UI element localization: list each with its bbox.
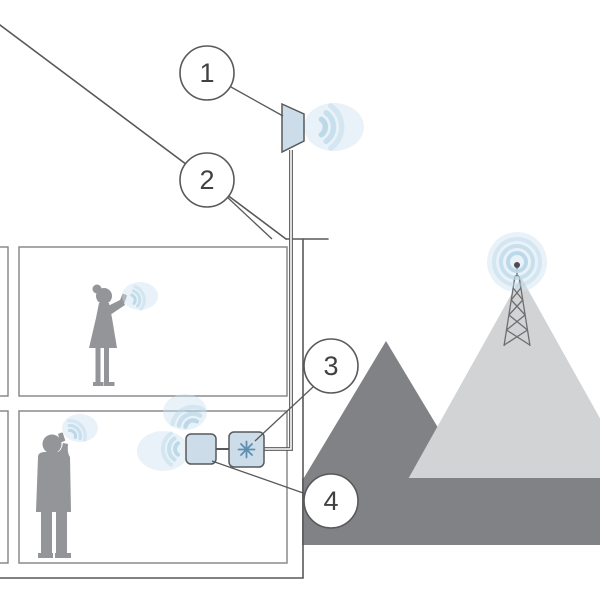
callout-1: 1 [179, 45, 284, 117]
callout-2: 2 [179, 152, 273, 240]
callout-3-leader-line [254, 386, 314, 442]
outdoor-antenna [281, 102, 364, 154]
indoor-antenna [185, 433, 217, 465]
house-outline [0, 23, 329, 579]
spark-center [244, 447, 249, 452]
callout-1-circle [179, 45, 235, 101]
man-silhouette [36, 432, 71, 558]
lower-room-left-sliver [0, 410, 9, 564]
woman-silhouette [89, 284, 127, 386]
callout-1-label: 1 [199, 58, 214, 88]
callout-2-leader-line [225, 195, 273, 240]
coax-cable [264, 150, 293, 451]
callout-3-label: 3 [323, 351, 338, 381]
man-phone-signal [62, 414, 98, 446]
callout-1-leader-line [230, 86, 284, 117]
callout-3: 3 [254, 338, 359, 442]
callout-4-circle [303, 473, 359, 529]
woman-phone-signal [122, 282, 158, 313]
callout-4-leader-line [211, 460, 307, 495]
callout-4: 4 [211, 460, 359, 529]
tower-signal-waves-icon [492, 237, 542, 287]
tower-antenna-tip [514, 262, 520, 268]
outdoor-antenna-panel [281, 102, 305, 154]
callout-4-label: 4 [323, 486, 338, 516]
upper-room [18, 246, 288, 397]
light-mountain [402, 277, 600, 490]
callout-3-circle [303, 338, 359, 394]
roof-line [0, 23, 287, 240]
indoor-signal-left [137, 431, 189, 471]
indoor-signal-up [163, 394, 207, 431]
tower-lattice [503, 268, 531, 347]
cell-tower [487, 232, 547, 347]
callout-2-circle [179, 152, 235, 208]
upper-room-left-sliver [0, 246, 9, 397]
mountains [302, 277, 600, 545]
callout-2-label: 2 [199, 165, 214, 195]
